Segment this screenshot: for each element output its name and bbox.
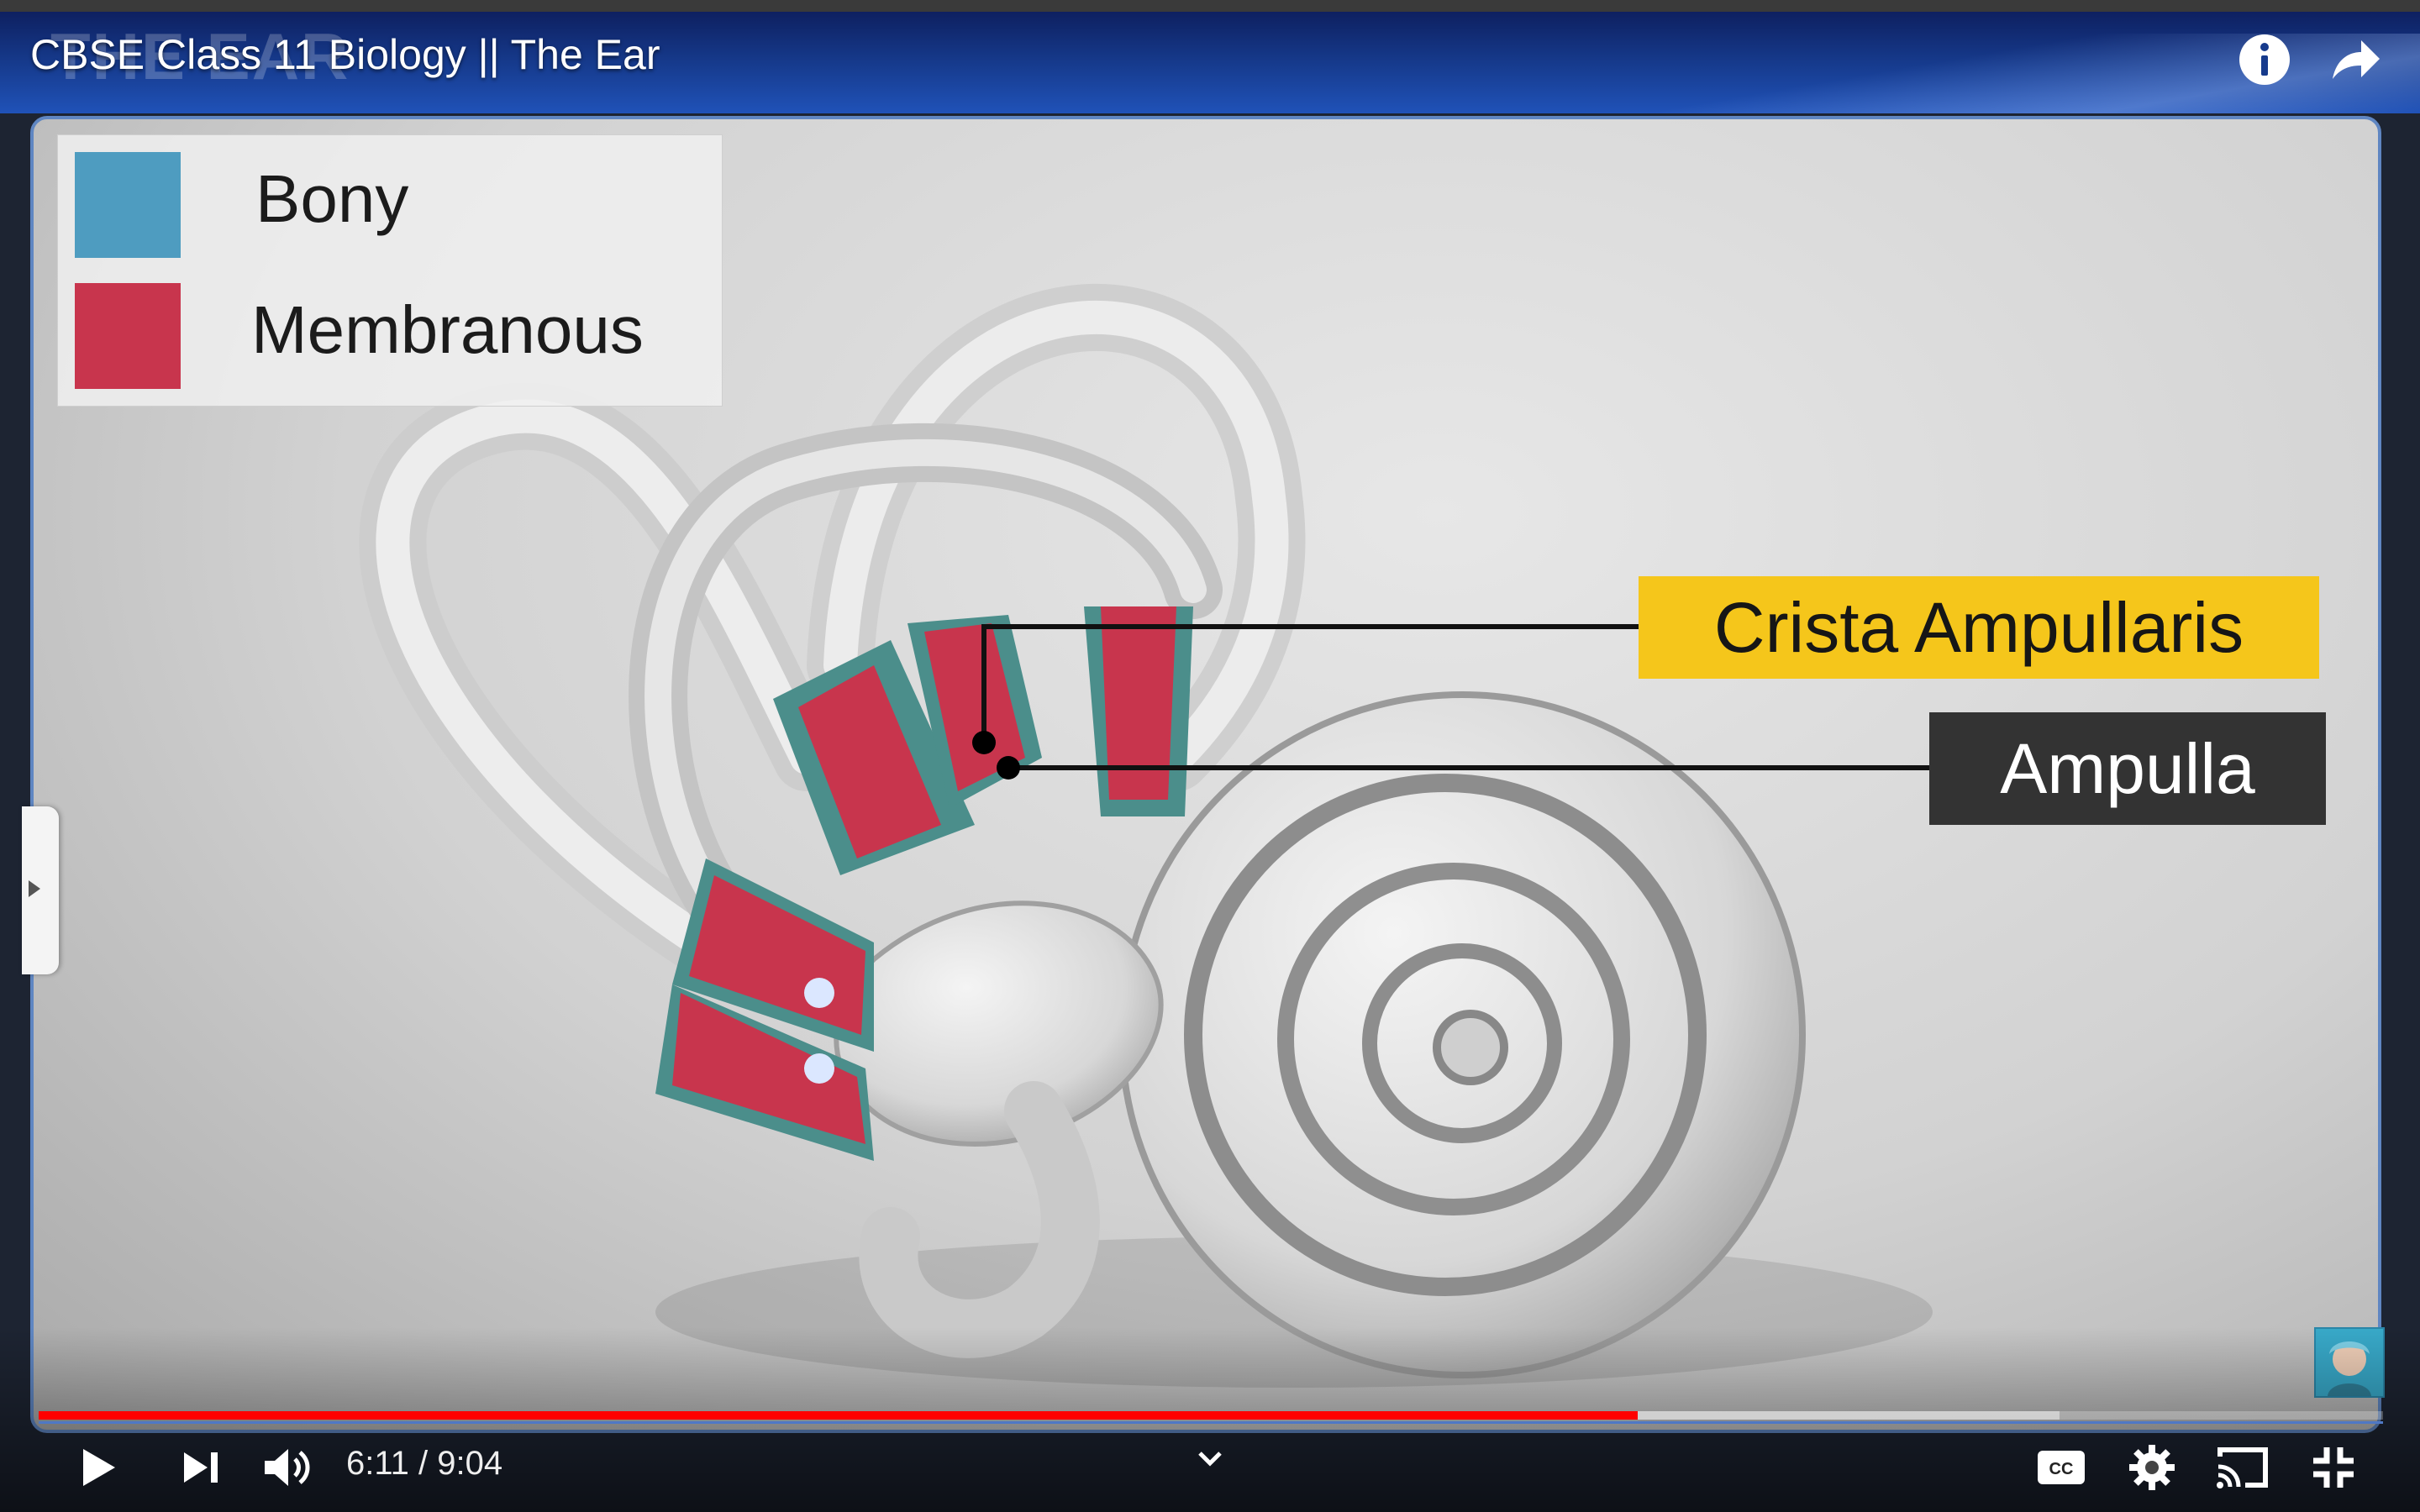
cast-button[interactable] [2213,1438,2272,1497]
slide-canvas: Bony Membranous Crista Ampullaris Ampull… [30,116,2381,1433]
side-panel-arrow-icon [29,880,40,897]
semicircular-canals [359,283,1306,1010]
captions-button[interactable]: CC [2032,1438,2091,1497]
callout-crista-ampullaris-label: Crista Ampullaris [1713,587,2244,667]
video-title[interactable]: CBSE Class 11 Biology || The Ear [30,31,660,78]
controls-shade [0,1327,2420,1512]
legend-label-membranous: Membranous [251,292,644,367]
progress-played [39,1411,1638,1420]
video-header-banner: THE EAR CBSE Class 11 Biology || The Ear [0,0,2420,113]
captions-icon: CC [2038,1451,2085,1484]
progress-bar[interactable] [39,1411,2383,1420]
vestibule [834,900,1164,1358]
time-display: 6:11 / 9:04 [346,1445,503,1482]
settings-button[interactable] [2123,1438,2181,1497]
play-icon [83,1449,115,1486]
exit-fullscreen-button[interactable] [2304,1438,2363,1497]
callout-crista-ampullaris: Crista Ampullaris [1639,576,2319,679]
cochlea [1118,691,1806,1378]
next-icon [184,1452,218,1483]
membranous-ampullae [655,606,1193,1161]
legend: Bony Membranous [57,134,723,407]
volume-icon [265,1449,310,1486]
legend-label-bony: Bony [255,161,409,236]
inner-ear-illustration [359,283,1934,1388]
next-button[interactable] [171,1438,230,1497]
slide-watermark: THE EAR [50,19,350,93]
callout-ampulla-label: Ampulla [2000,728,2255,808]
legend-swatch-bony [75,152,181,258]
side-panel-toggle[interactable] [22,806,59,974]
legend-swatch-membranous [75,283,181,389]
share-icon[interactable] [2328,32,2383,87]
progress-rim [39,1421,2383,1424]
info-icon[interactable] [2237,32,2292,87]
ampulla-marker-dot [997,756,1020,780]
svg-text:CC: CC [2049,1460,2074,1478]
callout-ampulla: Ampulla [1929,712,2326,825]
cast-icon [2217,1447,2268,1488]
chevron-down-icon[interactable] [1193,1441,1227,1475]
banner-shine [1580,34,2420,113]
play-button[interactable] [67,1438,126,1497]
crista-marker-dot [972,731,996,754]
volume-button[interactable] [259,1438,318,1497]
exit-fullscreen-icon [2313,1447,2354,1488]
settings-gear-icon [2129,1445,2175,1490]
banner-top-rim [0,0,2420,12]
